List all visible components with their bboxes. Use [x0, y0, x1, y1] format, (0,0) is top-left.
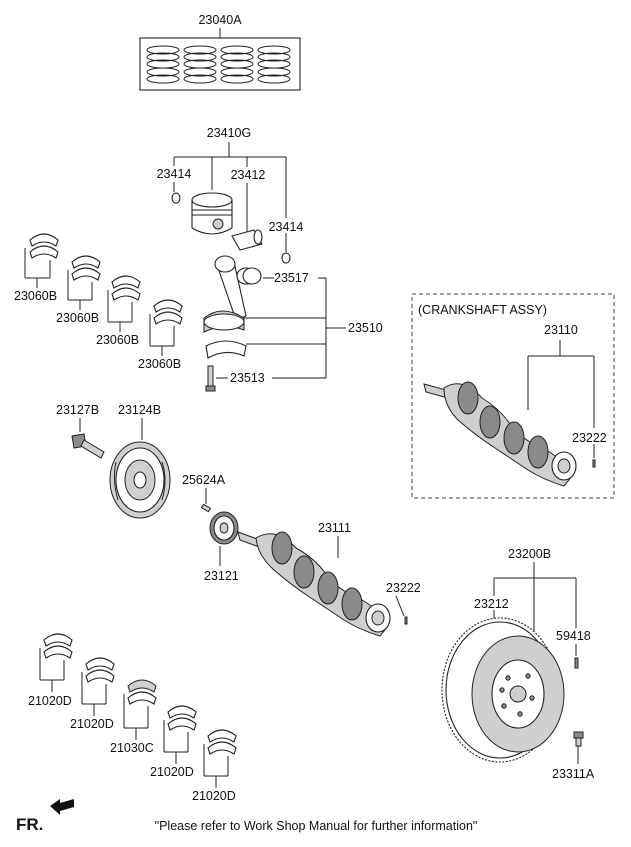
piston-leader-lines: [173, 142, 287, 252]
pulley-bolt: [71, 433, 105, 459]
conrod-leader-lines: [216, 277, 346, 379]
snap-ring-left: [171, 192, 181, 204]
label-23212: 23212: [474, 597, 509, 611]
label-23517: 23517: [274, 271, 309, 285]
crankshaft-assy-title: (CRANKSHAFT ASSY): [418, 303, 547, 317]
label-23040A: 23040A: [198, 13, 242, 27]
label-23222-assy: 23222: [572, 431, 607, 445]
label-21020D-2: 21020D: [70, 717, 114, 731]
assy-leader-lines: [527, 340, 595, 458]
crankshaft: [237, 531, 391, 637]
label-23410G: 23410G: [207, 126, 251, 140]
crankshaft-assy: [423, 381, 577, 487]
flywheel-bolt: [573, 731, 584, 747]
label-23124B: 23124B: [118, 403, 161, 417]
footer-note: "Please refer to Work Shop Manual for fu…: [155, 819, 478, 833]
label-23060B-2: 23060B: [56, 311, 99, 325]
label-21020D-1: 21020D: [28, 694, 72, 708]
piston: [191, 192, 233, 235]
crankshaft-assy-box: [411, 293, 615, 499]
main-bearings: [39, 633, 237, 788]
label-21030C: 21030C: [110, 741, 154, 755]
label-23127B: 23127B: [56, 403, 99, 417]
label-23414-right: 23414: [269, 220, 304, 234]
woodruff-key: [200, 503, 212, 513]
label-21020D-3: 21020D: [150, 765, 194, 779]
label-23121: 23121: [204, 569, 239, 583]
rod-bolt: [205, 365, 216, 392]
label-23222-lower: 23222: [386, 581, 421, 595]
label-23414-left: 23414: [157, 167, 192, 181]
label-23510: 23510: [348, 321, 383, 335]
flywheel-leader-lines: [493, 562, 579, 764]
conrod-bearings: [24, 233, 183, 356]
label-23060B-3: 23060B: [96, 333, 139, 347]
dowel-pin-assy: [592, 459, 596, 468]
snap-ring-right: [281, 252, 291, 264]
crank-sprocket: [209, 511, 239, 545]
damper-pulley: [109, 441, 171, 519]
label-23060B-4: 23060B: [138, 357, 181, 371]
label-23060B-1: 23060B: [14, 289, 57, 303]
flywheel: [441, 617, 565, 763]
flywheel-dowel: [574, 657, 579, 669]
dowel-pin-lower: [404, 616, 408, 625]
small-end-bushing: [236, 267, 262, 285]
label-23200B: 23200B: [508, 547, 551, 561]
connecting-rod: [203, 255, 247, 333]
front-arrow-icon: [50, 799, 74, 815]
front-direction-label: FR.: [16, 815, 43, 834]
label-21020D-4: 21020D: [192, 789, 236, 803]
label-25624A: 25624A: [182, 473, 226, 487]
label-23110: 23110: [544, 323, 578, 337]
piston-ring-set: [139, 28, 301, 91]
label-23311A: 23311A: [552, 767, 595, 781]
rod-cap: [205, 340, 247, 359]
label-59418: 59418: [556, 629, 591, 643]
label-23513: 23513: [230, 371, 265, 385]
piston-pin: [231, 229, 263, 251]
label-23111: 23111: [318, 521, 351, 535]
label-23412: 23412: [231, 168, 266, 182]
